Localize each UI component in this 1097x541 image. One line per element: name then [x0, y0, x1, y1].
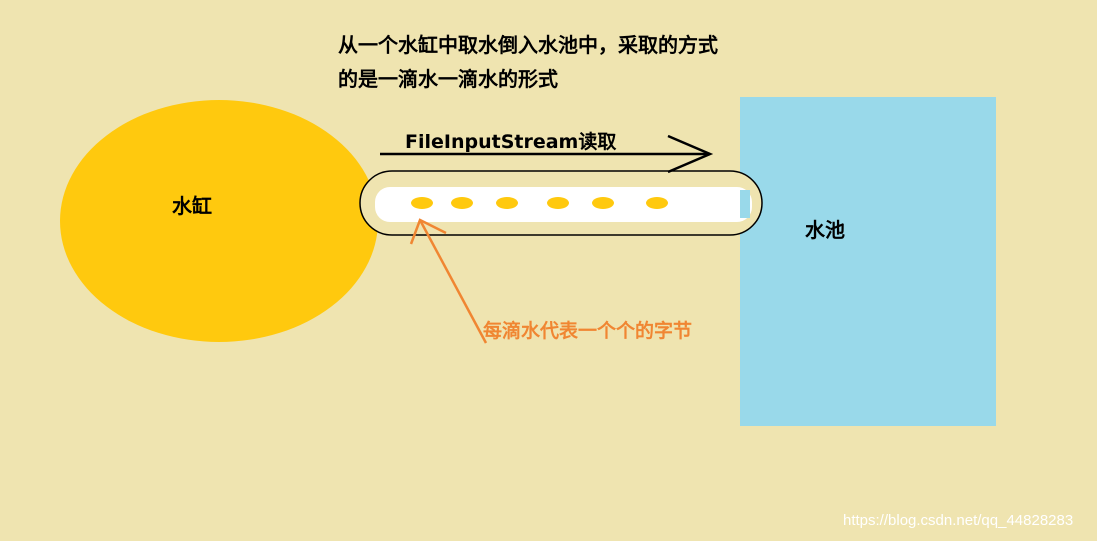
annotation-arrow-head	[409, 218, 447, 245]
water-drop	[592, 197, 614, 209]
water-vat	[60, 100, 378, 342]
drop-annotation-arrow	[409, 218, 488, 344]
watermark: https://blog.csdn.net/qq_44828283	[843, 512, 1074, 529]
water-drops	[411, 197, 668, 209]
caption-line-1: 从一个水缸中取水倒入水池中，采取的方式	[338, 33, 718, 57]
pool-label: 水池	[805, 218, 845, 242]
arrow-head	[667, 134, 714, 174]
water-drop	[451, 197, 473, 209]
water-drop	[496, 197, 518, 209]
vat-label: 水缸	[172, 194, 212, 218]
diagram-caption: 从一个水缸中取水倒入水池中，采取的方式 的是一滴水一滴水的形式	[338, 28, 718, 96]
read-direction-arrow	[380, 134, 714, 174]
pipe-water-end	[740, 190, 750, 218]
water-drop	[646, 197, 668, 209]
stream-label: FileInputStream读取	[405, 131, 617, 153]
drop-meaning-label: 每滴水代表一个个的字节	[483, 320, 693, 342]
water-pool	[740, 97, 996, 426]
water-drop	[547, 197, 569, 209]
caption-line-2: 的是一滴水一滴水的形式	[338, 67, 558, 91]
annotation-arrow-shaft	[418, 219, 488, 344]
water-drop	[411, 197, 433, 209]
